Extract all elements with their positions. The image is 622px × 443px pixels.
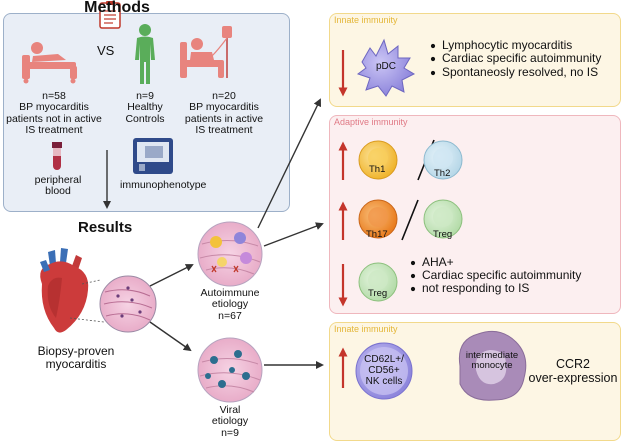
group3-line2: patients in active: [184, 112, 264, 125]
viral-line1: Viral: [219, 404, 241, 416]
to-autoimmune-arrow: [149, 264, 194, 287]
bullet-dot: [430, 56, 436, 62]
nk-line3: NK cells: [365, 375, 403, 387]
ccr2-line1: CCR2: [555, 357, 591, 371]
viral-n: n=9: [221, 426, 239, 439]
innate-top-bullet-1: Lymphocytic myocarditis: [442, 38, 573, 52]
ccr2-text: CCR2 over-expression: [528, 357, 618, 385]
patient-bed-icon: [22, 42, 77, 84]
healthy-person-icon: [135, 24, 155, 84]
th2-nucleus: [433, 148, 453, 168]
monocyte-text: intermediate monocyte: [456, 350, 528, 372]
adaptive-bullet-3: not responding to IS: [422, 281, 530, 295]
innate-top-bullet-3: Spontaneosly resolved, no IS: [442, 65, 599, 79]
patient-iv-bed-icon: [180, 26, 232, 78]
to-viral-arrow: [149, 321, 192, 352]
to-innate-top-arrow: [257, 98, 321, 229]
group1-line3: IS treatment: [25, 123, 83, 136]
th1-label: Th1: [369, 164, 386, 175]
biopsy-text: Biopsy-proven myocarditis: [16, 345, 136, 371]
th17-label: Th17: [366, 229, 388, 240]
group2-n: n=9: [136, 90, 154, 102]
adaptive-bullet-2: Cardiac specific autoimmunity: [422, 268, 582, 282]
bullet-dot: [410, 286, 416, 292]
ratio-divider: [401, 199, 419, 241]
autoimmune-tissue-icon: [197, 221, 263, 287]
group1-text: n=58 BP myocarditis patients not in acti…: [0, 90, 108, 136]
group3-line1: BP myocarditis: [189, 101, 259, 114]
nk-line2: CD56+: [368, 364, 400, 376]
blood-tube-icon: [52, 142, 62, 170]
group3-line3: IS treatment: [195, 123, 253, 136]
group1-line2: patients not in active: [6, 112, 102, 125]
sample-line2: blood: [45, 185, 71, 198]
assay-label: immunophenotype: [120, 179, 207, 191]
adaptive-label: Adaptive immunity: [334, 117, 408, 127]
sample-line1: peripheral: [34, 174, 82, 186]
group1-n: n=58: [42, 90, 66, 102]
methods-title: Methods: [84, 0, 150, 16]
monocyte-line1: intermediate: [465, 350, 519, 361]
pdc-cell-icon: [356, 38, 416, 97]
bullet-dot: [430, 43, 436, 49]
treg-label: Treg: [433, 229, 453, 240]
heart-icon: [40, 248, 89, 333]
flow-cytometer-icon: [133, 138, 173, 174]
sample-text: peripheral blood: [28, 174, 88, 198]
group2-line2: Controls: [125, 112, 165, 125]
th17-nucleus: [368, 207, 388, 227]
bullet-dot: [430, 70, 436, 76]
nk-cell-text: CD62L+/ CD56+ NK cells: [356, 354, 412, 387]
monocyte-line2: monocyte: [471, 360, 513, 372]
innate-top-bullet-2: Cardiac specific autoimmunity: [442, 51, 602, 65]
results-title: Results: [78, 219, 133, 236]
nk-cell-icon: [355, 342, 413, 400]
autoimmune-line2: etiology: [211, 298, 249, 311]
group3-n: n=20: [212, 90, 236, 102]
biopsy-line2: myocarditis: [45, 356, 107, 371]
th1-nucleus: [368, 148, 388, 168]
biopsy-line1: Biopsy-proven: [37, 344, 115, 358]
adaptive-bullet-1: AHA+: [422, 255, 454, 269]
ccr2-line2: over-expression: [528, 370, 618, 385]
viral-tissue-icon: [197, 337, 263, 403]
vs-label: VS: [97, 43, 115, 58]
group1-line1: BP myocarditis: [19, 101, 89, 114]
viral-line2: etiology: [211, 415, 249, 428]
th2-label: Th2: [434, 168, 451, 179]
group2-line1: Healthy: [127, 101, 163, 114]
group3-text: n=20 BP myocarditis patients in active I…: [168, 90, 280, 136]
autoimmune-text: Autoimmune etiology n=67: [190, 287, 270, 322]
clipboard-icon: [99, 1, 121, 29]
group2-text: n=9 Healthy Controls: [113, 90, 177, 125]
viral-text: Viral etiology n=9: [195, 404, 265, 439]
innate-label-top: Innate immunity: [334, 15, 398, 25]
to-adaptive-arrow: [263, 222, 324, 247]
treg-nucleus: [433, 207, 453, 227]
autoimmune-n: n=67: [218, 309, 242, 322]
bullet-dot: [410, 273, 416, 279]
treg-label-2: Treg: [368, 288, 388, 299]
monocyte-cell-icon: [458, 330, 527, 401]
biopsy-tissue-icon: [99, 275, 157, 333]
treg-nucleus-2: [368, 270, 388, 290]
heart-zoom-line-lower: [69, 317, 105, 323]
autoimmune-line1: Autoimmune: [200, 287, 260, 299]
bullet-dot: [410, 260, 416, 266]
pdc-label: pDC: [376, 61, 397, 72]
nk-line1: CD62L+/: [364, 354, 404, 365]
innate-label-bottom: Innate immunity: [334, 324, 398, 334]
heart-zoom-line-upper: [81, 279, 101, 285]
